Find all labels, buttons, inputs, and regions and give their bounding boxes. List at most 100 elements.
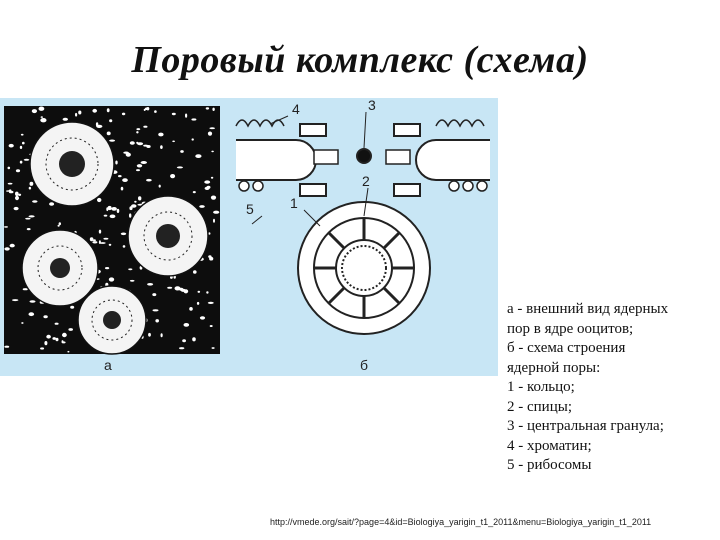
speckle — [92, 239, 96, 242]
speckle — [121, 112, 126, 116]
speckle — [120, 186, 124, 191]
slide-title: Поровый комплекс (схема) — [131, 39, 589, 81]
speckle — [138, 196, 142, 201]
speckle — [8, 189, 12, 193]
speckle — [29, 181, 34, 186]
speckle — [160, 145, 163, 149]
speckle — [199, 205, 205, 208]
speckle — [195, 154, 202, 158]
speckle — [146, 178, 152, 182]
speckle — [98, 240, 101, 245]
speckle — [78, 110, 82, 115]
speckle — [62, 117, 68, 121]
callout-2: 2 — [362, 173, 370, 189]
speckle — [15, 195, 19, 201]
speckle — [98, 229, 102, 234]
panel-a-label: а — [104, 357, 112, 373]
speckle — [4, 345, 10, 348]
speckle — [40, 347, 45, 350]
speckle — [62, 332, 67, 338]
speckle — [28, 312, 35, 317]
speckle — [40, 118, 47, 123]
speckle — [158, 132, 164, 137]
speckle — [196, 301, 200, 305]
speckle — [210, 195, 217, 200]
pore-complex-circle — [29, 121, 115, 207]
speckle — [20, 133, 24, 136]
speckle — [4, 226, 8, 228]
speckle — [95, 122, 99, 127]
speckle — [40, 116, 43, 118]
speckle — [43, 315, 48, 319]
speckle — [210, 176, 214, 179]
speckle — [152, 293, 157, 297]
speckle — [4, 247, 10, 251]
caption-line: 2 - спицы; — [507, 398, 572, 415]
callout-3: 3 — [368, 98, 376, 113]
caption-line: 4 - хроматин; — [507, 437, 592, 454]
speckle — [23, 158, 30, 161]
speckle — [174, 286, 181, 291]
caption-line: б - схема строения — [507, 340, 626, 356]
speckle — [12, 299, 19, 302]
speckle — [122, 178, 128, 182]
speckle — [171, 112, 176, 116]
speckle — [189, 307, 193, 311]
speckle — [183, 323, 190, 327]
speckle — [49, 202, 55, 206]
speckle — [97, 197, 102, 203]
speckle — [167, 286, 173, 289]
speckle — [208, 232, 211, 235]
speckle — [155, 319, 159, 323]
source-link[interactable]: http://vmede.org/sait/?page=4&id=Biologi… — [270, 517, 652, 527]
speckle — [213, 218, 215, 223]
callout-1: 1 — [290, 195, 298, 211]
speckle — [109, 139, 116, 142]
callout-4: 4 — [292, 101, 300, 117]
speckle — [68, 328, 73, 331]
caption-line: ядерной поры: — [507, 359, 601, 376]
speckle — [28, 215, 35, 218]
panel-b-schematic — [235, 111, 490, 335]
speckle — [129, 213, 132, 218]
speckle — [14, 191, 19, 196]
speckle — [143, 125, 148, 128]
speckle — [21, 322, 24, 324]
speckle — [106, 131, 111, 136]
speckle — [29, 300, 36, 303]
speckle — [75, 112, 78, 117]
speckle — [32, 200, 38, 203]
speckle — [207, 301, 214, 304]
speckle — [7, 182, 13, 185]
speckle — [160, 333, 163, 338]
speckle — [191, 138, 194, 141]
speckle — [170, 174, 176, 179]
speckle — [179, 347, 185, 350]
speckle — [136, 141, 139, 144]
speckle — [212, 107, 215, 111]
speckle — [67, 350, 70, 353]
pore-complex-circle — [127, 195, 209, 277]
speckle — [192, 337, 196, 342]
speckle — [7, 166, 11, 170]
speckle — [131, 204, 137, 208]
speckle — [136, 131, 139, 134]
speckle — [31, 109, 37, 114]
callout-5: 5 — [246, 201, 254, 217]
speckle — [38, 106, 45, 111]
speckle — [111, 207, 117, 211]
speckle — [55, 337, 59, 342]
speckle — [152, 309, 159, 312]
speckle — [116, 208, 120, 213]
speckle — [204, 180, 211, 184]
speckle — [144, 107, 150, 110]
caption-line: 3 - центральная гранула; — [507, 418, 664, 434]
speckle — [136, 128, 141, 131]
speckle — [180, 150, 184, 153]
speckle — [129, 206, 133, 211]
speckle — [18, 193, 22, 196]
speckle — [172, 140, 176, 143]
speckle — [158, 184, 161, 188]
speckle — [92, 241, 98, 244]
speckle — [107, 205, 112, 211]
